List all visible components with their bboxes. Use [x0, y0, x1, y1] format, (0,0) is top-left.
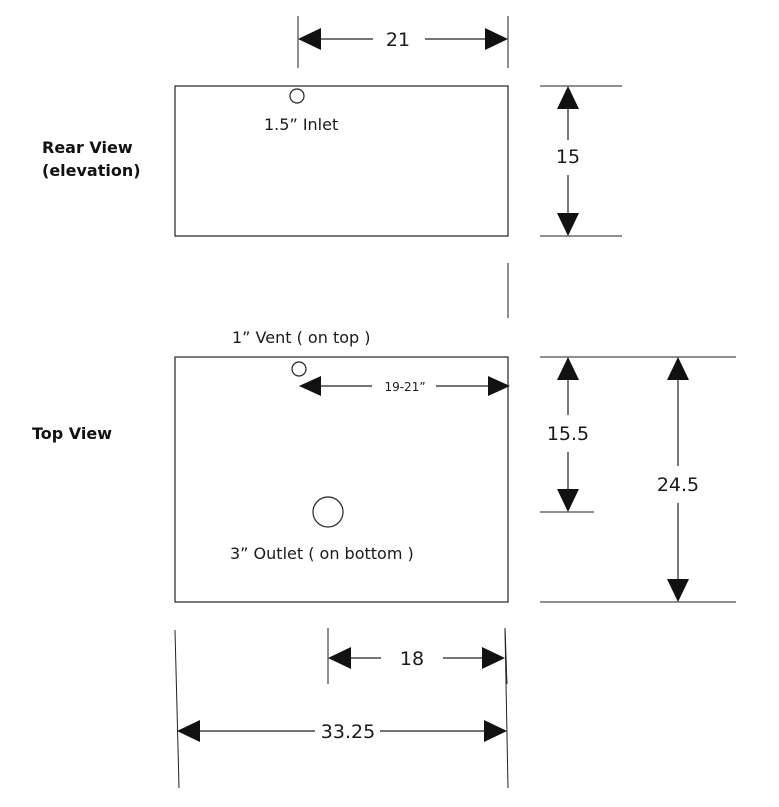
arrowhead-down [557, 489, 579, 512]
arrowhead-left [298, 28, 321, 50]
arrowhead-right [485, 28, 508, 50]
arrowhead-left [299, 376, 321, 396]
top-depth-value: 24.5 [657, 474, 699, 496]
outlet-depth-dimension: 15.5 [540, 356, 736, 513]
rear-height-value: 15 [556, 146, 580, 168]
outlet-offset-dimension: 18 [327, 627, 508, 685]
rear-height-dimension: 15 [540, 85, 622, 237]
arrowhead-right [488, 376, 510, 396]
rear-width-value: 21 [386, 29, 410, 51]
rear-view-sublabel: (elevation) [42, 161, 141, 180]
arrowhead-up [557, 357, 579, 380]
rear-view-outline [174, 85, 509, 237]
arrowhead-down [667, 579, 689, 602]
rear-view-label: Rear View [42, 138, 133, 157]
arrowhead-up [667, 357, 689, 380]
top-view-label: Top View [32, 424, 112, 443]
top-view-outline [174, 356, 509, 603]
inlet-hole [289, 88, 305, 104]
outlet-offset-value: 18 [400, 648, 424, 670]
arrowhead-down [557, 213, 579, 236]
vent-label: 1” Vent ( on top ) [232, 328, 371, 347]
arrowhead-right [484, 720, 507, 742]
overall-width-dimension: 33.25 [174, 629, 509, 789]
outlet-depth-value: 15.5 [547, 423, 589, 445]
vent-offset-value: 19-21” [384, 380, 425, 394]
rear-width-dimension: 21 [297, 16, 509, 68]
vent-offset-dimension: 19-21” [299, 376, 510, 396]
vent-hole [291, 361, 307, 377]
arrowhead-right [482, 647, 505, 669]
arrowhead-left [177, 720, 200, 742]
arrowhead-up [557, 86, 579, 109]
top-depth-dimension: 24.5 [540, 357, 736, 603]
outlet-hole [312, 496, 344, 528]
overall-width-value: 33.25 [321, 721, 375, 743]
inlet-label: 1.5” Inlet [264, 115, 338, 134]
arrowhead-left [328, 647, 351, 669]
outlet-label: 3” Outlet ( on bottom ) [230, 544, 414, 563]
